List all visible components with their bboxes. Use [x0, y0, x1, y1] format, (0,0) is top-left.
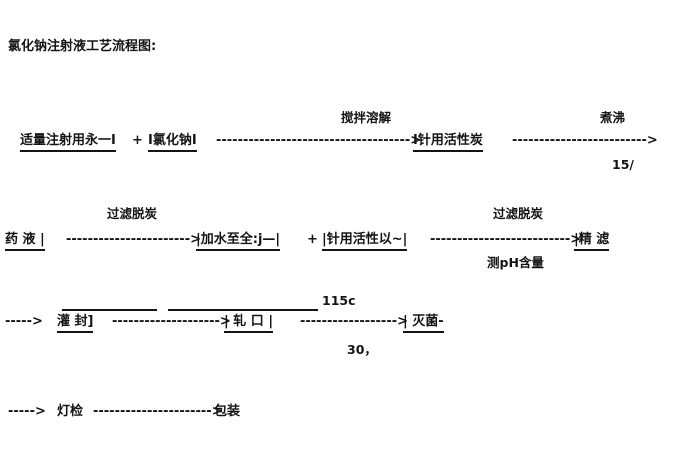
flow-arrow: -----> [8, 404, 46, 419]
node-sterilization: | 灭菌- [403, 313, 444, 333]
arrow-label-filter-decarbon-1: 过滤脱炭 [107, 206, 158, 221]
flow-arrow: ----------------------> [93, 404, 223, 419]
node-lamp-inspection: 灯检 [57, 404, 84, 419]
arrow-sublabel-30: 30， [347, 342, 377, 357]
arrow-label-boil: 煮沸 [600, 110, 626, 125]
flow-arrow: ------------------> [300, 314, 409, 329]
node-packaging: 包装 [214, 404, 241, 419]
flow-arrow: -----------------------> [66, 232, 201, 247]
diagram-title: 氯化钠注射液工艺流程图: [8, 39, 157, 54]
node-filling-sealing: 灌 封] [57, 313, 94, 333]
node-cap-rolling: | 轧 口 | [224, 313, 274, 333]
plus-sign: + [307, 232, 318, 247]
node-activated-carbon: I针用活性炭 [413, 132, 483, 152]
flow-arrow: ------------------------------------> [216, 133, 422, 148]
arrow-label-stir-dissolve: 搅拌溶解 [341, 110, 392, 125]
node-add-water-to-full: |加水至全:j—| [196, 231, 281, 251]
node-fine-filtration: |精 滤 [574, 231, 610, 251]
node-injection-water: 适量注射用永一I [20, 132, 116, 152]
flow-arrow: -------------------------> [512, 133, 658, 148]
flow-arrow: -----> [5, 314, 43, 329]
plus-sign: + [132, 133, 143, 148]
arrow-sublabel-15: 15/ [612, 157, 634, 172]
node-sodium-chloride: I氯化钠I [148, 132, 197, 152]
node-activated-carbon-2: |针用活性以~| [322, 231, 408, 251]
flow-arrow: --------------------> [112, 314, 231, 329]
overline-rule [168, 309, 318, 311]
overline-rule [62, 309, 157, 311]
flow-arrow: --------------------------> [430, 232, 582, 247]
node-drug-liquid: 药 液 | [5, 231, 45, 251]
arrow-sublabel-measure-ph: 测pH含量 [487, 255, 544, 270]
arrow-label-filter-decarbon-2: 过滤脱炭 [493, 206, 544, 221]
arrow-label-115c: 115c [322, 293, 356, 308]
